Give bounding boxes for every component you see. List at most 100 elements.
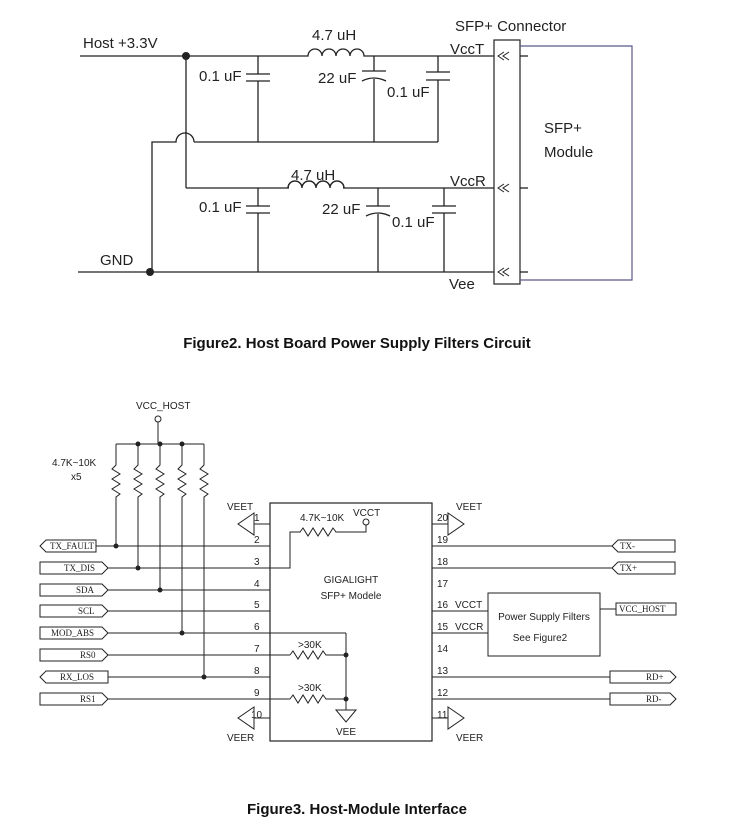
svg-text:6: 6 — [254, 622, 260, 633]
signal-rs1: RS1 — [39, 692, 109, 706]
module-label-line1: SFP+ — [544, 120, 582, 137]
right-pin-numbers: 20 19 18 17 16 15 14 13 12 11 — [437, 513, 449, 721]
cap-label: 0.1 uF — [392, 214, 435, 231]
gnd-label: GND — [100, 252, 134, 269]
figure2-caption: Figure2. Host Board Power Supply Filters… — [183, 335, 531, 352]
cap-label: 0.1 uF — [199, 199, 242, 216]
svg-text:12: 12 — [437, 688, 449, 699]
svg-text:13: 13 — [437, 666, 449, 677]
svg-text:18: 18 — [437, 557, 449, 568]
inductor-label: 4.7 uH — [312, 27, 356, 44]
sfp-module-box — [520, 45, 633, 281]
figure3-caption: Figure3. Host-Module Interface — [247, 801, 467, 818]
signal-sda: SDA — [39, 583, 109, 597]
signal-rd-minus: RD- — [609, 692, 677, 706]
signal-tx-dis: TX_DIS — [39, 561, 109, 575]
vee-label: Vee — [449, 276, 475, 293]
cap-label: 0.1 uF — [199, 68, 242, 85]
module-label-line2: Module — [544, 144, 593, 161]
internal-pullup-label: 4.7K~10K — [300, 513, 345, 524]
vcct-label: VccT — [450, 41, 484, 58]
figure2-power-filter-circuit: Host +3.3V 0.1 uF 4.7 uH 22 uF 0.1 uF 4.… — [78, 18, 633, 293]
svg-text:TX+: TX+ — [620, 563, 637, 573]
veet-right-label: VEET — [456, 502, 482, 513]
svg-text:16: 16 — [437, 600, 449, 611]
signal-scl: SCL — [39, 604, 109, 618]
svg-text:1: 1 — [254, 513, 260, 524]
svg-text:5: 5 — [254, 600, 260, 611]
pullup-resistor-bank — [111, 444, 209, 677]
signal-rs0: RS0 — [39, 648, 109, 662]
left-pin-numbers: 1 2 3 4 5 6 7 8 9 10 — [251, 513, 263, 721]
module-subtitle: SFP+ Modele — [321, 591, 382, 602]
pin15-label: VCCR — [455, 622, 483, 633]
signal-rd-plus: RD+ — [609, 670, 677, 684]
svg-text:19: 19 — [437, 535, 449, 546]
vccr-label: VccR — [450, 173, 486, 190]
power-supply-filters-box — [487, 592, 601, 657]
signal-tx-plus: TX+ — [611, 561, 676, 575]
inductor-label: 4.7 uH — [291, 167, 335, 184]
svg-text:2: 2 — [254, 535, 260, 546]
svg-text:SCL: SCL — [78, 606, 95, 616]
cap-label: 22 uF — [322, 201, 360, 218]
signal-tx-minus: TX- — [611, 539, 676, 553]
r30k-label: >30K — [298, 683, 322, 694]
host-supply-label: Host +3.3V — [83, 35, 158, 52]
cap-label: 0.1 uF — [387, 84, 430, 101]
connector-title: SFP+ Connector — [455, 18, 566, 35]
svg-text:7: 7 — [254, 644, 260, 655]
inductor-top — [262, 48, 494, 57]
resistor-count-label: x5 — [71, 472, 82, 483]
veer-ground-symbol — [447, 706, 465, 730]
junction-dot — [182, 52, 190, 60]
svg-text:4: 4 — [254, 579, 260, 590]
svg-text:TX_FAULT: TX_FAULT — [50, 541, 95, 551]
signal-rx-los: RX_LOS — [39, 670, 109, 684]
cap-label: 22 uF — [318, 70, 356, 87]
veer-right-label: VEER — [456, 733, 483, 744]
svg-text:17: 17 — [437, 579, 449, 590]
svg-text:3: 3 — [254, 557, 260, 568]
r30k-label: >30K — [298, 640, 322, 651]
veet-left-label: VEET — [227, 502, 253, 513]
module-name: GIGALIGHT — [324, 575, 378, 586]
veer-ground-symbol — [237, 706, 255, 730]
figure3-host-module-interface: VCC_HOST 4.7K~10K x5 GIGALIGHT SFP+ Mode… — [39, 401, 677, 744]
svg-text:RS0: RS0 — [80, 650, 96, 660]
vee-label: VEE — [336, 727, 356, 738]
svg-text:TX_DIS: TX_DIS — [64, 563, 95, 573]
svg-text:RS1: RS1 — [80, 694, 96, 704]
vcc-host-label: VCC_HOST — [136, 401, 190, 412]
psf-title: Power Supply Filters — [498, 612, 590, 623]
svg-text:20: 20 — [437, 513, 449, 524]
resistor-value-label: 4.7K~10K — [52, 458, 97, 469]
signal-mod-abs: MOD_ABS — [39, 626, 109, 640]
svg-text:RD+: RD+ — [646, 672, 664, 682]
svg-text:TX-: TX- — [620, 541, 635, 551]
signal-vcc-host: VCC_HOST — [615, 602, 677, 616]
veet-ground-symbol — [237, 512, 255, 536]
psf-subtitle: See Figure2 — [513, 633, 568, 644]
vcct-internal-label: VCCT — [353, 508, 380, 519]
veet-ground-symbol — [447, 512, 465, 536]
svg-text:11: 11 — [437, 710, 448, 721]
svg-text:8: 8 — [254, 666, 260, 677]
svg-text:MOD_ABS: MOD_ABS — [51, 628, 94, 638]
svg-text:9: 9 — [254, 688, 260, 699]
svg-text:14: 14 — [437, 644, 449, 655]
svg-text:RX_LOS: RX_LOS — [60, 672, 94, 682]
svg-text:SDA: SDA — [76, 585, 95, 595]
veer-left-label: VEER — [227, 733, 254, 744]
junction-dot — [146, 268, 154, 276]
signal-tx-fault: TX_FAULT — [39, 539, 97, 553]
svg-text:VCC_HOST: VCC_HOST — [619, 604, 666, 614]
svg-text:15: 15 — [437, 622, 449, 633]
vee-ground-symbol — [334, 709, 358, 723]
sfp-connector — [493, 39, 521, 285]
pin16-label: VCCT — [455, 600, 482, 611]
svg-text:10: 10 — [251, 710, 263, 721]
gigalight-module-box — [269, 502, 433, 742]
svg-text:RD-: RD- — [646, 694, 662, 704]
